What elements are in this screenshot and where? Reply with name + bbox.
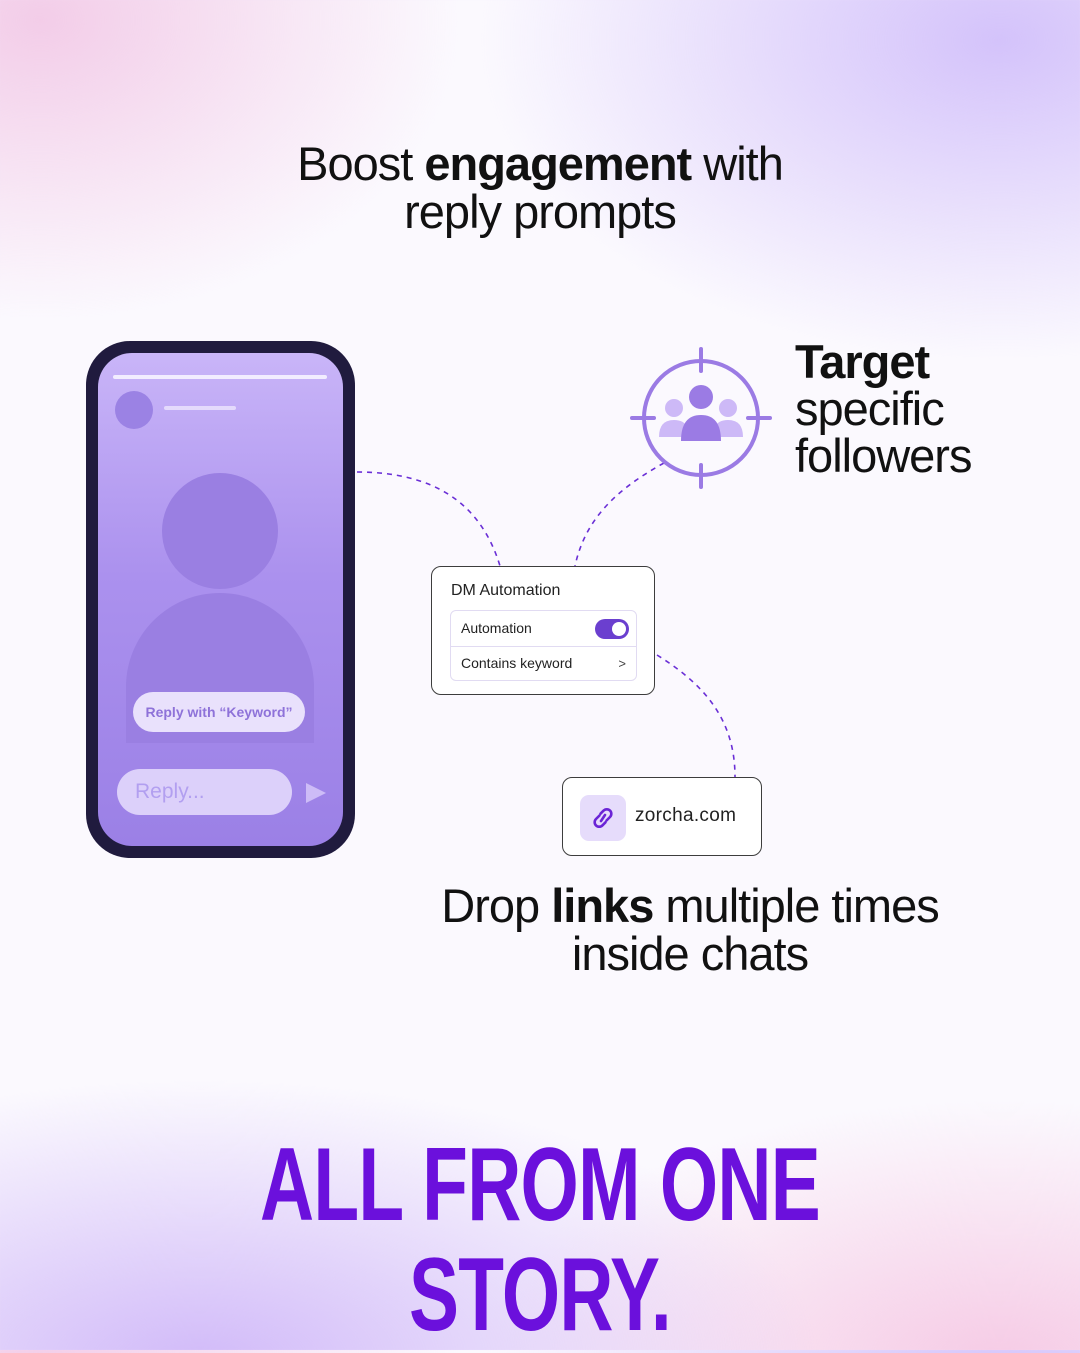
profile-head-silhouette xyxy=(162,473,278,589)
headline-bottom-post: multiple times xyxy=(653,879,939,932)
headline-bottom-pre: Drop xyxy=(441,879,552,932)
headline-top: Boost engagement with reply prompts xyxy=(190,140,890,236)
link-card[interactable]: zorcha.com xyxy=(562,777,762,856)
connector-card-to-link xyxy=(656,654,736,778)
automation-row[interactable]: Automation xyxy=(451,611,636,647)
chevron-right-icon: > xyxy=(618,656,626,671)
dm-settings-list: Automation Contains keyword > xyxy=(450,610,637,681)
automation-toggle[interactable] xyxy=(595,619,629,639)
send-icon[interactable] xyxy=(304,781,328,805)
tagline: ALL FROM ONE STORY. xyxy=(260,1127,821,1353)
story-username-placeholder xyxy=(164,406,236,410)
phone-mockup: Reply with “Keyword” Reply... xyxy=(86,341,355,858)
link-url[interactable]: zorcha.com xyxy=(635,805,737,826)
story-screen: Reply with “Keyword” Reply... xyxy=(98,353,343,846)
headline-bottom-line2: inside chats xyxy=(571,927,809,980)
headline-bottom-line1: Drop links multiple times xyxy=(360,882,1020,930)
link-icon-box xyxy=(580,795,626,841)
target-label-line3: followers xyxy=(795,429,972,482)
story-progress-bar xyxy=(113,375,327,379)
automation-label: Automation xyxy=(461,620,532,636)
reply-keyword-sticker[interactable]: Reply with “Keyword” xyxy=(133,692,305,732)
contains-keyword-row[interactable]: Contains keyword > xyxy=(451,646,636,681)
story-avatar xyxy=(115,391,153,429)
target-label: Target specific followers xyxy=(795,338,1035,479)
target-followers-icon xyxy=(630,347,772,489)
contains-keyword-label: Contains keyword xyxy=(461,655,573,671)
dm-automation-card: DM Automation Automation Contains keywor… xyxy=(431,566,655,695)
headline-bottom: Drop links multiple times inside chats xyxy=(360,882,1020,978)
headline-bottom-bold: links xyxy=(551,879,654,932)
reply-input[interactable]: Reply... xyxy=(117,769,292,815)
headline-top-line2: reply prompts xyxy=(404,185,677,238)
headline-top-pre: Boost xyxy=(297,137,425,190)
headline-top-post: with xyxy=(691,137,784,190)
connector-phone-to-card xyxy=(356,471,501,567)
toggle-knob xyxy=(612,622,626,636)
target-label-bold: Target xyxy=(795,335,930,388)
target-label-line2: specific xyxy=(795,382,945,435)
headline-top-bold: engagement xyxy=(424,137,692,190)
headline-top-line1: Boost engagement with xyxy=(190,140,890,188)
dm-card-title: DM Automation xyxy=(451,582,561,599)
link-icon xyxy=(593,807,613,829)
